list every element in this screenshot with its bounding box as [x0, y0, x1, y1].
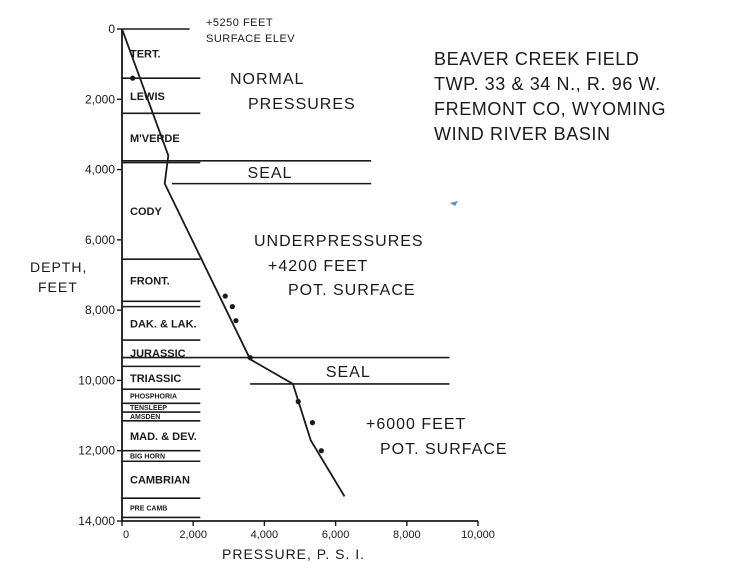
x-tick-label: 8,000 — [393, 529, 421, 541]
x-tick-label: 4,000 — [251, 529, 279, 541]
formation-label: FRONT. — [130, 275, 170, 287]
normal-pressures-line-2: PRESSURES — [248, 96, 356, 113]
y-tick-label: 12,000 — [78, 444, 115, 458]
title-line-1: BEAVER CREEK FIELD — [434, 49, 640, 69]
y-tick-label: 6,000 — [85, 233, 115, 247]
chart-title: BEAVER CREEK FIELD TWP. 33 & 34 N., R. 9… — [434, 49, 666, 144]
lower-surface-line-2: POT. SURFACE — [380, 441, 508, 458]
formation-label: TENSLEEP — [130, 405, 167, 412]
pressure-measurement-point — [130, 75, 136, 81]
formation-label: DAK. & LAK. — [130, 318, 197, 330]
axes-layer: 0 2,000 4,000 6,000 8,000 10,000 12,000 14,000 0… — [78, 22, 495, 541]
stray-mark — [450, 201, 458, 206]
seal-lines-layer: SEAL SEAL — [122, 159, 450, 385]
seal-label: SEAL — [326, 364, 371, 381]
pressure-measurement-point — [233, 318, 239, 324]
formation-label: AMSDEN — [130, 414, 160, 421]
formation-label: CODY — [130, 206, 162, 218]
formation-label: JURASSIC — [130, 348, 186, 360]
formation-label: PRE CAMB — [130, 505, 167, 512]
y-tick-label: 4,000 — [85, 163, 115, 177]
y-tick-label: 2,000 — [85, 92, 115, 106]
formation-label: M'VERDE — [130, 133, 180, 145]
y-axis-label-line-1: DEPTH, — [30, 259, 87, 275]
y-tick-label: 8,000 — [85, 303, 115, 317]
y-tick-label: 10,000 — [78, 373, 115, 387]
y-tick-label: 14,000 — [78, 514, 115, 528]
x-tick-label: 6,000 — [322, 529, 350, 541]
y-axis-label-line-2: FEET — [38, 279, 78, 295]
underpressures-line-3: POT. SURFACE — [288, 282, 416, 299]
formation-label: MAD. & DEV. — [130, 431, 197, 443]
x-tick-label: 10,000 — [461, 529, 495, 541]
measured-points-layer — [130, 75, 324, 454]
normal-pressures-line-1: NORMAL — [230, 71, 304, 88]
underpressures-line-1: UNDERPRESSURES — [254, 233, 424, 250]
pressure-measurement-point — [318, 448, 324, 454]
underpressures-line-2: +4200 FEET — [268, 258, 368, 275]
formation-label: TERT. — [130, 49, 161, 61]
x-tick-label: 2,000 — [179, 529, 207, 541]
formation-label: BIG HORN — [130, 453, 165, 460]
surface-elev-line-1: +5250 FEET — [206, 17, 273, 29]
x-tick-label: 0 — [123, 529, 129, 541]
pressure-measurement-point — [247, 354, 253, 361]
formation-label: TRIASSIC — [130, 373, 181, 385]
pressure-measurement-point — [222, 293, 228, 299]
pressure-measurement-point — [229, 304, 235, 310]
pressure-measurement-point — [295, 398, 301, 405]
pressure-measurement-point — [309, 420, 316, 426]
title-line-4: WIND RIVER BASIN — [434, 124, 611, 144]
formation-lines-layer — [122, 28, 201, 519]
surface-elev-line-2: SURFACE ELEV — [206, 33, 295, 45]
x-axis-label: PRESSURE, P. S. I. — [222, 546, 365, 562]
lower-surface-line-1: +6000 FEET — [366, 416, 466, 433]
formation-label: PHOSPHORIA — [130, 394, 177, 401]
y-tick-label: 0 — [108, 22, 115, 36]
seal-label: SEAL — [248, 165, 293, 182]
formation-label: CAMBRIAN — [130, 475, 190, 487]
title-line-2: TWP. 33 & 34 N., R. 96 W. — [434, 74, 661, 94]
title-line-3: FREMONT CO, WYOMING — [434, 99, 666, 119]
